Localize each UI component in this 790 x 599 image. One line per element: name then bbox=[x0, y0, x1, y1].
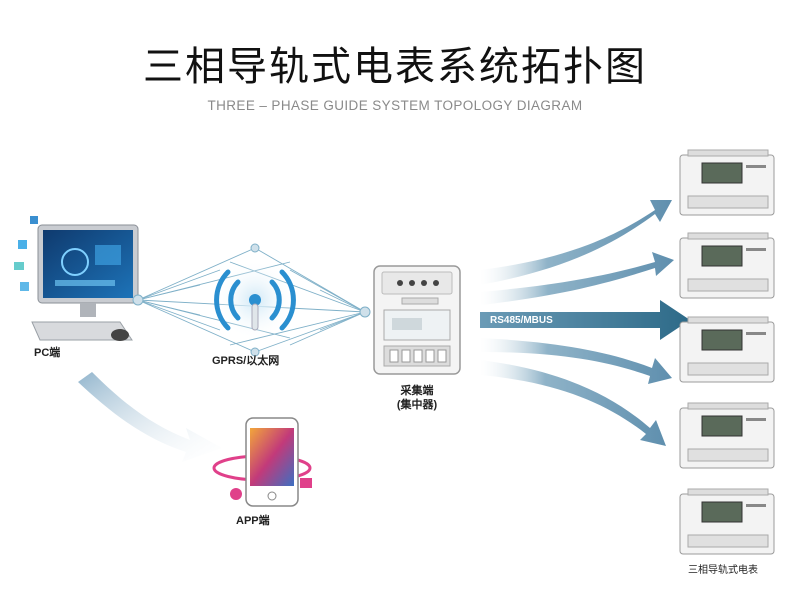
arrow-to-app bbox=[78, 372, 222, 462]
bus-label: RS485/MBUS bbox=[490, 315, 553, 326]
concentrator-label-line2: (集中器) bbox=[385, 398, 449, 412]
concentrator-device-icon bbox=[374, 266, 460, 374]
wireless-icon bbox=[215, 260, 295, 340]
network-node-right bbox=[360, 307, 370, 317]
app-label: APP端 bbox=[236, 512, 270, 528]
concentrator-label: 采集端 (集中器) bbox=[385, 384, 449, 412]
arrow-to-meter-5 bbox=[480, 360, 666, 446]
smartphone-icon bbox=[214, 418, 312, 506]
arrow-to-meter-1 bbox=[480, 200, 672, 285]
network-node-top bbox=[251, 244, 259, 252]
pc-computer-icon bbox=[14, 216, 138, 341]
meter-3 bbox=[680, 317, 774, 382]
concentrator-label-line1: 采集端 bbox=[385, 384, 449, 398]
network-node-left bbox=[133, 295, 143, 305]
meter-2 bbox=[680, 233, 774, 298]
meter-1 bbox=[680, 150, 774, 215]
meters-label: 三相导轨式电表 bbox=[688, 561, 758, 576]
network-label: GPRS/以太网 bbox=[212, 352, 279, 368]
pc-label: PC端 bbox=[34, 344, 60, 360]
meter-5 bbox=[680, 489, 774, 554]
meter-4 bbox=[680, 403, 774, 468]
